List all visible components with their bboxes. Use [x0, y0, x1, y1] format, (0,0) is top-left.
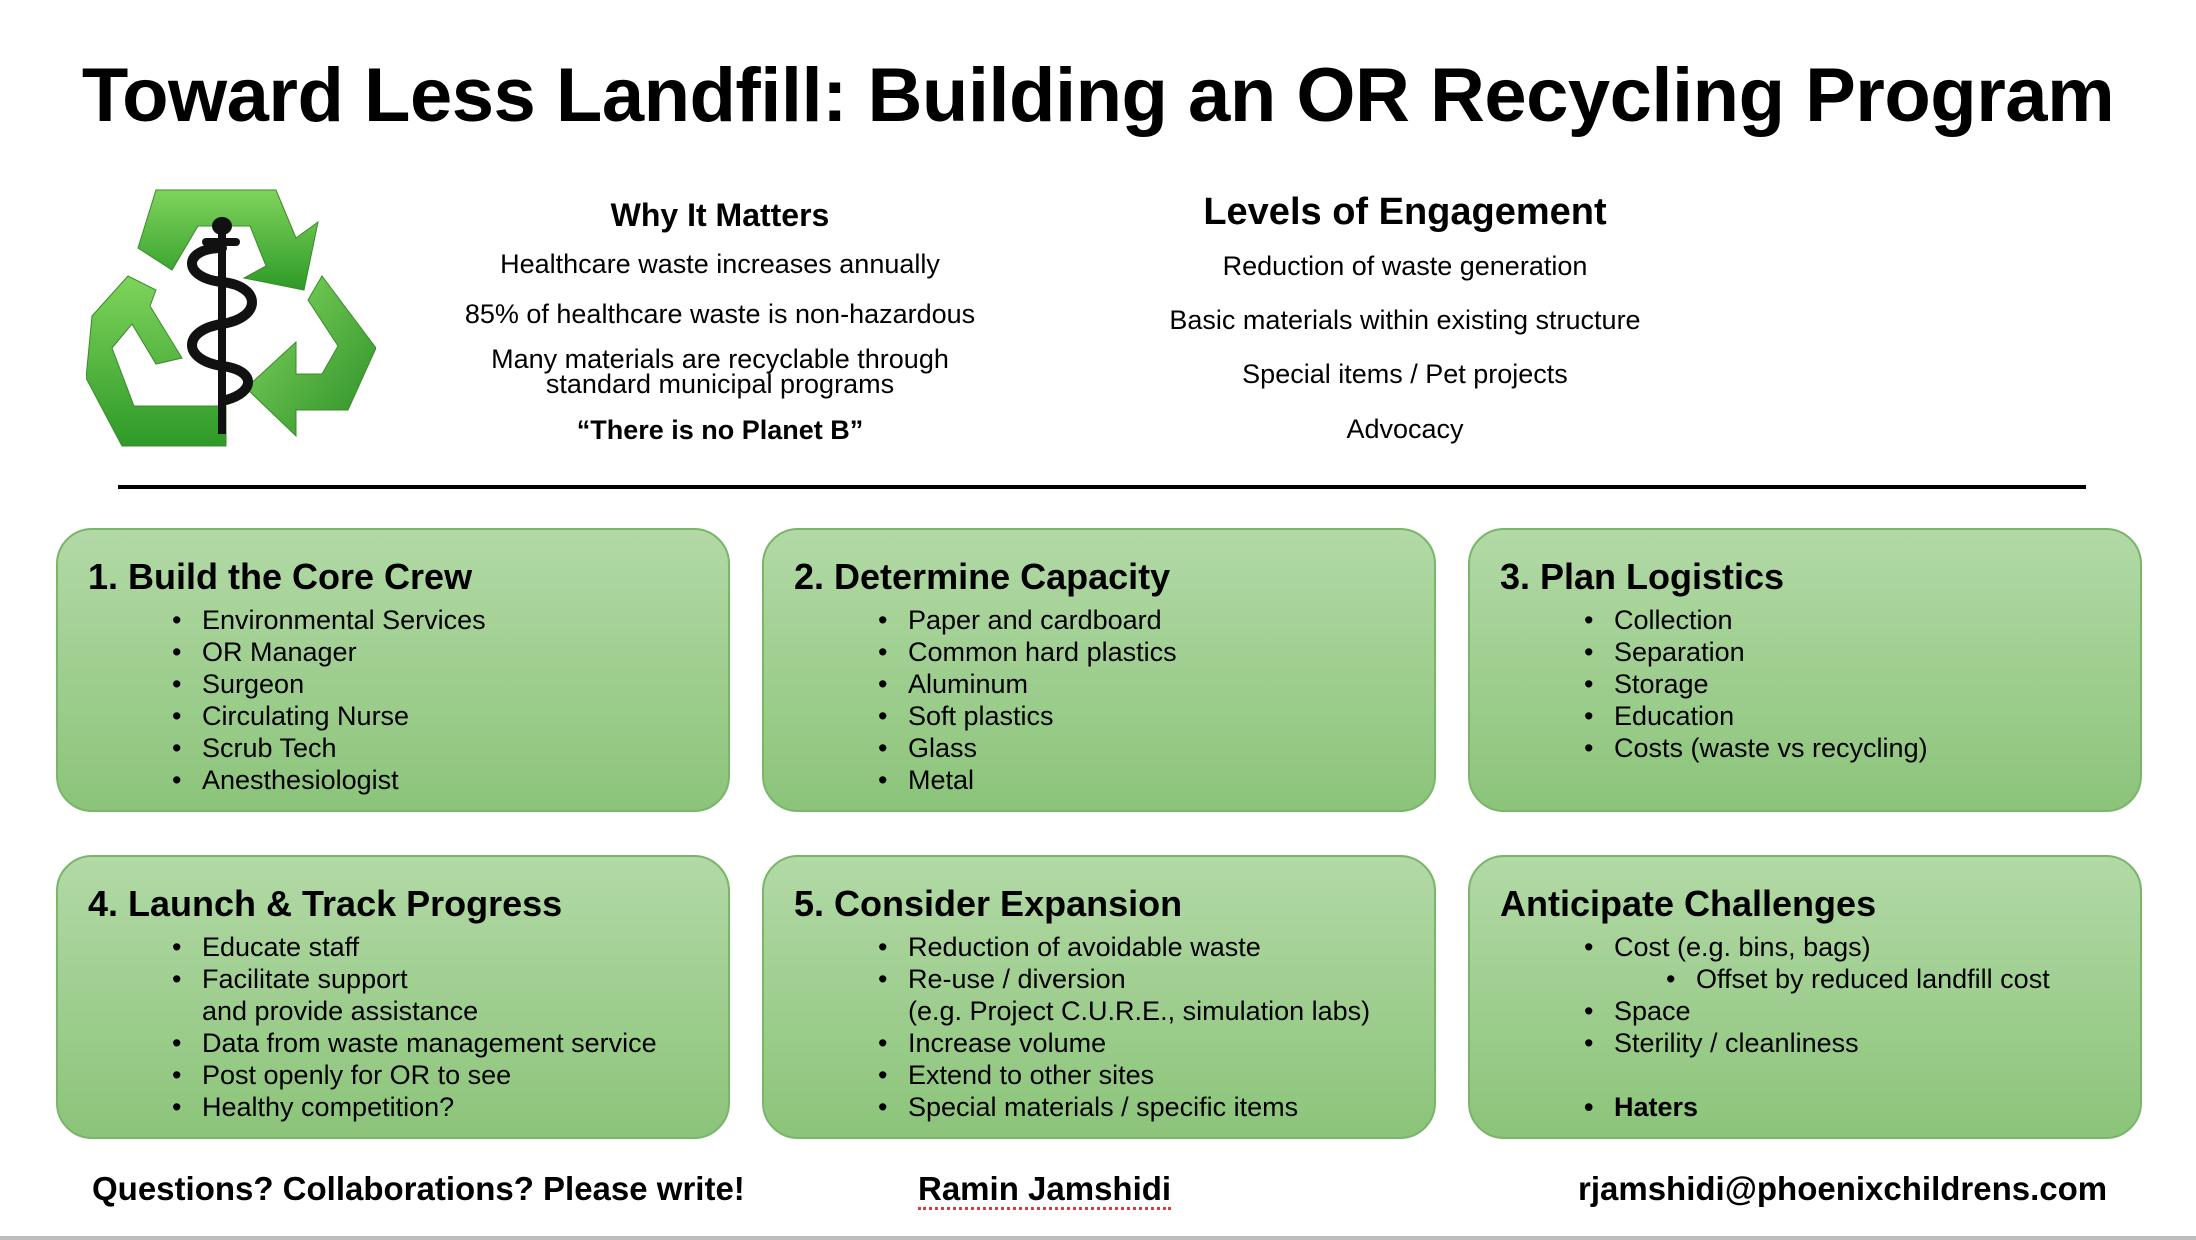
list-item: Separation: [1500, 636, 2140, 668]
box-title: 2. Determine Capacity: [794, 556, 1171, 597]
footer-author-name: Ramin Jamshidi: [918, 1170, 1172, 1210]
why-it-matters-section: Why It Matters Healthcare waste increase…: [420, 196, 1020, 463]
levels-of-engagement-section: Levels of Engagement Reduction of waste …: [1100, 190, 1710, 467]
box-build-core-crew: 1. Build the Core Crew Environmental Ser…: [56, 528, 730, 812]
footer-email: rjamshidi@phoenixchildrens.com: [1578, 1170, 2108, 1207]
list-item: Paper and cardboard: [794, 604, 1434, 636]
list-item: Surgeon: [88, 668, 728, 700]
why-heading: Why It Matters: [610, 197, 830, 233]
author-name-text: Ramin Jamshidi: [918, 1170, 1172, 1210]
list-item: Cost (e.g. bins, bags): [1500, 931, 2140, 963]
box-determine-capacity: 2. Determine Capacity Paper and cardboar…: [762, 528, 1436, 812]
list-item: Education: [1500, 700, 2140, 732]
list-item-continuation: (e.g. Project C.U.R.E., simulation labs): [908, 996, 1371, 1026]
list-item: Data from waste management service: [88, 1027, 728, 1059]
levels-item: Basic materials within existing structur…: [1169, 304, 1641, 335]
box-consider-expansion: 5. Consider Expansion Reduction of avoid…: [762, 855, 1436, 1139]
list-item-continuation: and provide assistance: [202, 996, 479, 1026]
list-item: Storage: [1500, 668, 2140, 700]
list-item: Reduction of avoidable waste: [794, 931, 1434, 963]
recycle-caduceus-icon: [85, 178, 377, 458]
box-title: 3. Plan Logistics: [1500, 556, 1785, 597]
list-item: Common hard plastics: [794, 636, 1434, 668]
poster-title: Toward Less Landfill: Building an OR Rec…: [81, 53, 2115, 138]
levels-item: Advocacy: [1346, 413, 1464, 444]
box-list: Collection Separation Storage Education …: [1500, 604, 2140, 764]
footer-questions: Questions? Collaborations? Please write!: [92, 1170, 745, 1207]
list-item: OR Manager: [88, 636, 728, 668]
levels-heading: Levels of Engagement: [1203, 191, 1607, 233]
levels-item: Reduction of waste generation: [1222, 250, 1588, 281]
bottom-edge-line: [0, 1236, 2196, 1240]
box-list: Reduction of avoidable waste Re-use / di…: [794, 931, 1434, 1123]
list-item: Special materials / specific items: [794, 1091, 1434, 1123]
box-launch-track-progress: 4. Launch & Track Progress Educate staff…: [56, 855, 730, 1139]
list-item: Re-use / diversion: [794, 963, 1434, 995]
list-item: Metal: [794, 764, 1434, 796]
levels-item: Special items / Pet projects: [1242, 359, 1568, 390]
why-quote: “There is no Planet B”: [576, 414, 864, 445]
list-item: Circulating Nurse: [88, 700, 728, 732]
why-item: 85% of healthcare waste is non-hazardous: [464, 298, 976, 329]
list-item: Aluminum: [794, 668, 1434, 700]
box-title: 5. Consider Expansion: [794, 883, 1183, 924]
list-item: Increase volume: [794, 1027, 1434, 1059]
why-item: Many materials are recyclable through st…: [420, 344, 1020, 399]
box-list: Cost (e.g. bins, bags) Offset by reduced…: [1500, 931, 2140, 1123]
list-item: Educate staff: [88, 931, 728, 963]
list-item: Scrub Tech: [88, 732, 728, 764]
section-divider: [118, 485, 2086, 489]
why-item-line: Many materials are recyclable through: [491, 344, 949, 375]
list-subitem: Offset by reduced landfill cost: [1500, 963, 2140, 995]
list-item: Post openly for OR to see: [88, 1059, 728, 1091]
list-item: Space: [1500, 995, 2140, 1027]
box-title: Anticipate Challenges: [1500, 883, 1877, 924]
list-item: Glass: [794, 732, 1434, 764]
list-item: Sterility / cleanliness: [1500, 1027, 2140, 1059]
box-list: Paper and cardboard Common hard plastics…: [794, 604, 1434, 796]
list-item: Environmental Services: [88, 604, 728, 636]
why-item-line: standard municipal programs: [545, 369, 895, 399]
why-item: Healthcare waste increases annually: [500, 249, 940, 280]
list-item: Costs (waste vs recycling): [1500, 732, 2140, 764]
box-anticipate-challenges: Anticipate Challenges Cost (e.g. bins, b…: [1468, 855, 2142, 1139]
list-item: Collection: [1500, 604, 2140, 636]
list-item: Healthy competition?: [88, 1091, 728, 1123]
box-list: Educate staff Facilitate support and pro…: [88, 931, 728, 1123]
list-item: Anesthesiologist: [88, 764, 728, 796]
box-title: 1. Build the Core Crew: [88, 556, 473, 597]
list-item: Soft plastics: [794, 700, 1434, 732]
list-spacer: [1500, 1059, 2140, 1091]
list-item: Facilitate support: [88, 963, 728, 995]
box-title: 4. Launch & Track Progress: [88, 883, 563, 924]
box-plan-logistics: 3. Plan Logistics Collection Separation …: [1468, 528, 2142, 812]
box-list: Environmental Services OR Manager Surgeo…: [88, 604, 728, 796]
list-item: Extend to other sites: [794, 1059, 1434, 1091]
list-item: Haters: [1500, 1091, 2140, 1123]
